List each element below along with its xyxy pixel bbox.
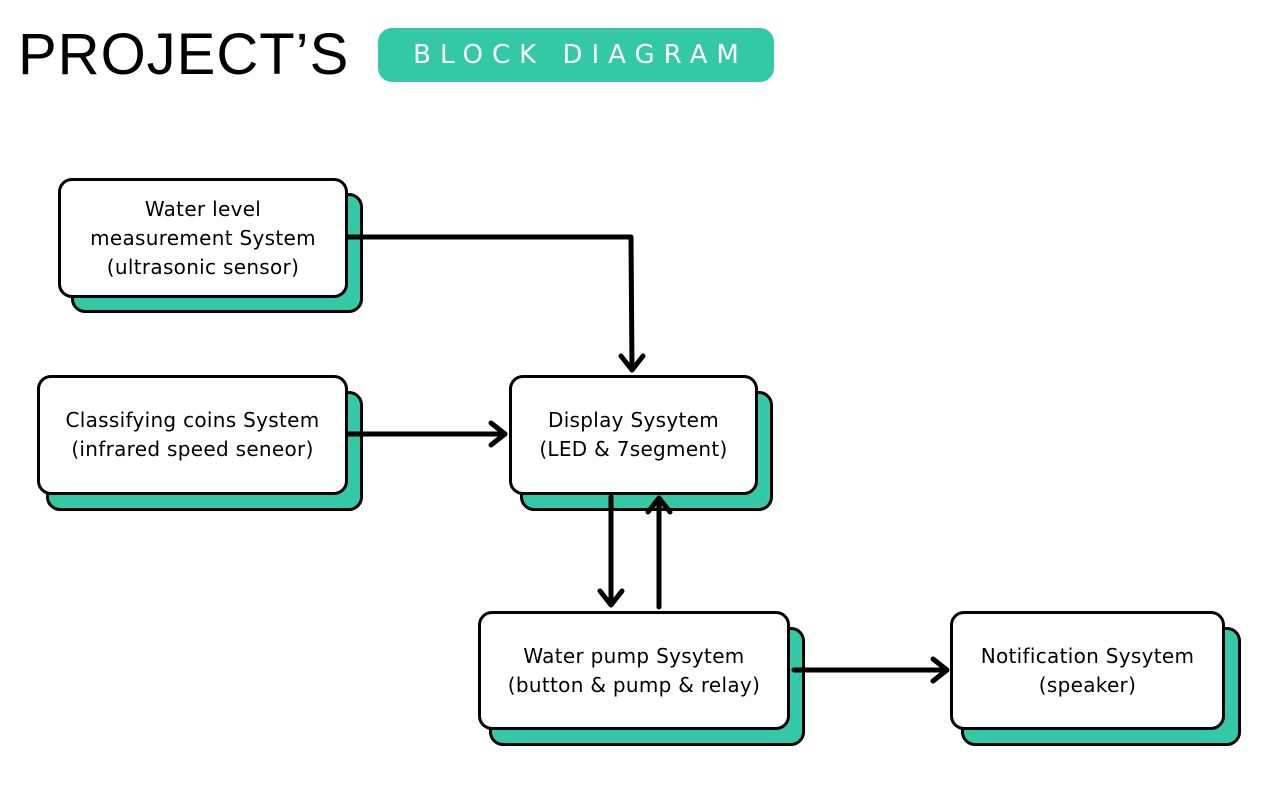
classifying-coins-block: Classifying coins System (infrared speed… — [37, 375, 348, 495]
display-block-line1: Display Sysytem — [548, 408, 719, 432]
arrowhead-display-to-pump — [597, 588, 625, 608]
water-pump-block: Water pump Sysytem (button & pump & rela… — [478, 611, 790, 730]
arrow-water-level-to-display — [345, 234, 635, 373]
water-level-block-line2: measurement System — [90, 225, 316, 250]
notification-block-line1: Notification Sysytem — [980, 643, 1195, 668]
water-pump-block-line2: (button & pump & relay) — [507, 672, 761, 697]
arrowhead-coins-to-display — [488, 420, 508, 448]
water-level-block-line1: Water level — [144, 196, 262, 221]
arrowhead-water-level-to-display — [618, 353, 646, 373]
water-level-block-line3: (ultrasonic sensor) — [106, 254, 300, 279]
arrowhead-pump-to-display — [645, 495, 673, 515]
notification-block: Notification Sysytem (speaker) — [950, 611, 1225, 730]
display-block: Display Sysytem (LED & 7segment) — [509, 375, 758, 495]
water-pump-block-line1: Water pump Sysytem — [523, 643, 745, 668]
display-block-line2: (LED & 7segment) — [539, 437, 728, 461]
notification-block-line2: (speaker) — [1038, 672, 1137, 697]
classifying-coins-block-line2: (infrared speed seneor) — [71, 437, 314, 461]
page-title: PROJECT’S — [18, 22, 350, 87]
block-diagram-badge: BLOCK DIAGRAM — [378, 28, 774, 82]
arrowhead-pump-to-notification — [930, 656, 950, 684]
classifying-coins-block-line1: Classifying coins System — [65, 408, 320, 432]
water-level-block: Water level measurement System (ultrason… — [58, 178, 348, 298]
